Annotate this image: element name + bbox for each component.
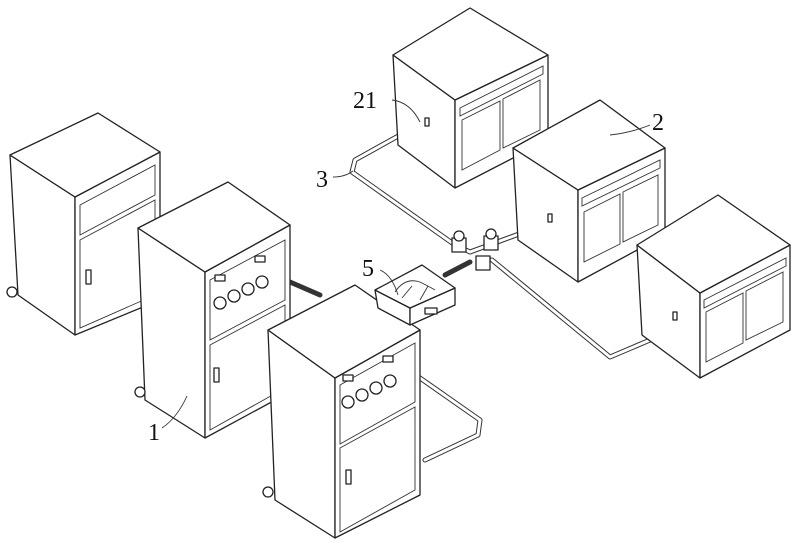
control-box-5 <box>374 264 456 326</box>
unit-right <box>636 194 791 379</box>
unit-2 <box>512 99 666 283</box>
label-3: 3 <box>316 167 328 193</box>
cabinet-1 <box>134 181 291 439</box>
callouts: 21 2 3 5 1 <box>148 88 664 446</box>
label-5: 5 <box>362 256 374 282</box>
cabinet-front <box>262 284 421 539</box>
cabinet-left <box>6 112 161 336</box>
unit-21 <box>392 7 549 189</box>
valve-assembly <box>451 228 499 271</box>
label-1: 1 <box>148 420 160 446</box>
label-2: 2 <box>652 110 664 136</box>
gauge-dials <box>341 355 397 409</box>
gauge-dials <box>213 255 269 310</box>
label-21: 21 <box>353 88 377 114</box>
